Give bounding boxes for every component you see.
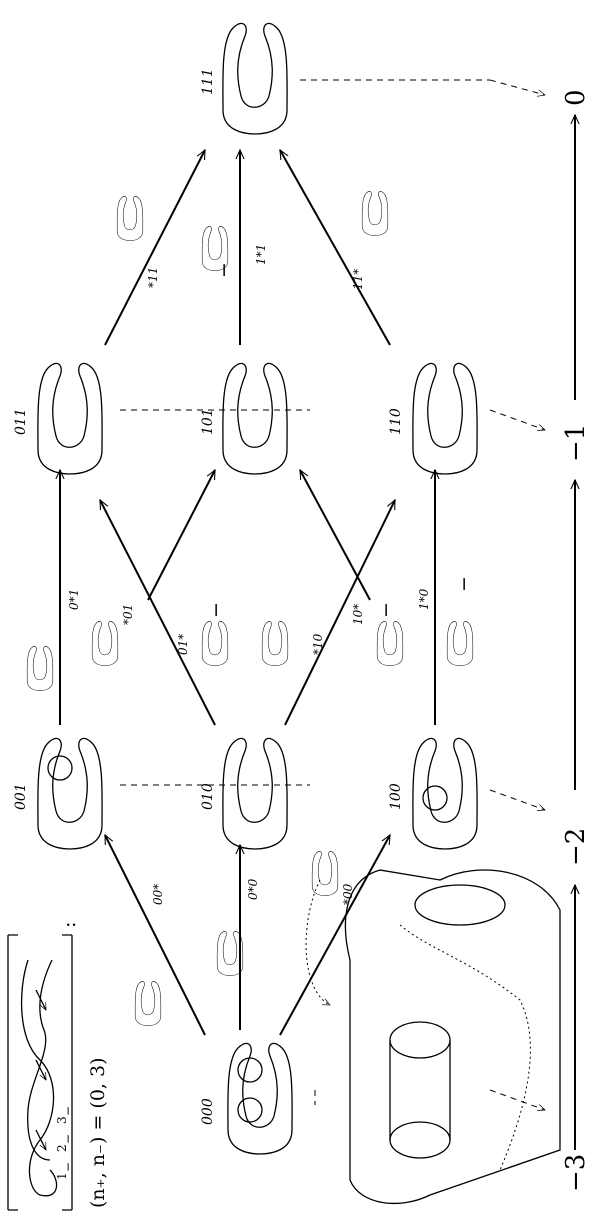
crossing-2: 2 [55, 1144, 69, 1152]
cobordism-3d [305, 869, 561, 1205]
edge-label-star01: *01 [121, 604, 135, 625]
edges [60, 150, 435, 1036]
vertex-000: 000 [200, 1042, 293, 1155]
degree-0: 0 [561, 89, 591, 106]
edge-label-star10: *10 [311, 633, 325, 655]
crossing-3: 3 [55, 1116, 69, 1124]
crossing-1-sign: − [61, 1162, 75, 1172]
vertex-label-001: 001 [13, 783, 29, 810]
edge-01star [99, 500, 216, 726]
sign-4: − [213, 262, 235, 278]
knot-bracket: 1 − 2 − 3 − : (n₊, n₋) = (0, 3) [7, 922, 109, 1211]
edge-signs: − − − − [205, 262, 475, 618]
edge-label-1star0: 1*0 [417, 588, 431, 610]
edge-star10 [284, 500, 396, 726]
sign-3: − [453, 576, 475, 592]
edge-10star [299, 470, 371, 601]
edge-label-00star: 00* [151, 884, 165, 905]
sign-1: − [205, 602, 227, 618]
vertex-001: 001 [13, 737, 103, 850]
edge-label-11star: 11* [351, 269, 365, 290]
edge-label-01star: 01* [176, 634, 190, 655]
edge-label-10star: 10* [351, 604, 365, 625]
vertex-111: 111 [200, 22, 288, 135]
edge-11star [279, 150, 391, 346]
edge-label-0star1: 0*1 [67, 589, 81, 610]
column-sum-arrows [120, 79, 545, 1110]
crossing-counts: (n₊, n₋) = (0, 3) [87, 1057, 109, 1208]
degree-minus-1: −1 [561, 424, 591, 462]
edge-star01 [147, 470, 216, 601]
vertex-label-110: 110 [388, 408, 404, 435]
edge-label-0star0: 0*0 [246, 878, 260, 900]
edge-labels: 00* 0*0 *00 0*1 *01 01* *10 10* 1*0 *11 … [67, 244, 431, 905]
vertex-label-011: 011 [13, 408, 29, 435]
vertex-label-111: 111 [200, 68, 216, 95]
edge-00star [104, 835, 206, 1036]
vertex-label-010: 010 [200, 783, 216, 810]
vertex-101: 101 [200, 362, 288, 475]
edge-label-1star1: 1*1 [254, 244, 268, 265]
crossing-3-sign: − [61, 1106, 75, 1116]
sign-2: − [375, 602, 397, 618]
edge-star00 [279, 835, 391, 1036]
bracket-colon: : [58, 922, 80, 928]
vertex-110: 110 [388, 362, 478, 475]
crossing-2-sign: − [61, 1134, 75, 1144]
vertex-100: 100 [388, 737, 478, 850]
degree-minus-2: −2 [561, 828, 591, 866]
vertex-label-100: 100 [388, 783, 404, 810]
edge-label-star11: *11 [146, 267, 160, 288]
vertex-label-000: 000 [200, 1098, 216, 1125]
vertex-010: 010 [200, 737, 288, 850]
vertex-011: 011 [13, 362, 103, 475]
edge-label-star00: *00 [341, 883, 355, 905]
crossing-1: 1 [55, 1172, 69, 1180]
vertex-label-101: 101 [200, 408, 216, 435]
degree-minus-3: −3 [561, 1154, 591, 1192]
edge-star11 [104, 150, 206, 346]
degree-axis: −3 −2 −1 0 [561, 89, 591, 1192]
